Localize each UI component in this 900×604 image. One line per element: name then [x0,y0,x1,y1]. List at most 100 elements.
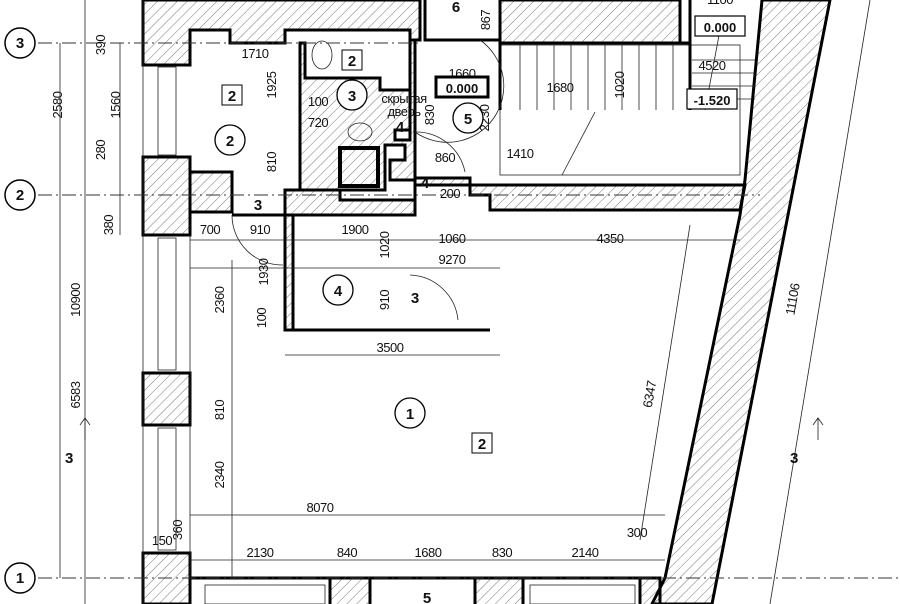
dimension-label: 1930 [256,258,271,285]
window [157,427,177,551]
dimension-label: 280 [93,140,108,160]
dimension-label: 300 [627,525,647,540]
room-type-box [221,84,243,106]
dimension-label: 860 [435,150,455,165]
door-mark: 4 [396,119,405,136]
dimension-label: 10900 [68,283,83,317]
room-number: 3 [348,88,356,105]
elevation-mark: 0.000 [704,20,737,35]
axis-label: 2 [16,187,24,204]
axis-label: 3 [16,35,24,52]
dimension-label: 2580 [50,91,65,118]
dimension-label: 830 [492,545,512,560]
pier-bottom-1 [328,576,372,604]
dimension-label: 1060 [439,231,466,246]
dimension-label: 830 [422,105,437,125]
sink-icon [347,122,373,142]
window [204,584,326,604]
door-mark: 5 [423,590,431,604]
room-type: 2 [478,436,486,453]
top-wall-left [141,0,422,67]
dimension-label: 2140 [572,545,599,560]
dimension-label: 840 [337,545,357,560]
dimension-label: 1925 [264,71,279,98]
dimension-label: 1020 [612,71,627,98]
linework [38,0,900,604]
room-number: 1 [406,406,414,423]
dimension-label: 360 [170,520,185,540]
room-number-circle [394,397,426,429]
room-number: 5 [464,111,472,128]
room-number-circle [322,274,354,306]
pier-bottom-2 [473,576,525,604]
dimension-label: 810 [212,400,227,420]
dimension-label: 1560 [108,91,123,118]
axis-bubble [4,27,36,59]
dimension-label: 4350 [597,231,624,246]
door-swing [409,274,459,321]
dimension-label: 4520 [699,58,726,73]
dimension-label: 810 [264,152,279,172]
dimension-label: 6583 [68,381,83,408]
pier-left-2 [141,155,192,237]
dimension-label: 2340 [212,461,227,488]
section-label: 3 [65,450,73,467]
window [157,66,177,156]
dimension-label: 2360 [212,286,227,313]
door-mark: 3 [411,290,419,307]
dimension-label: 910 [377,290,392,310]
pier-left-3 [141,371,192,427]
axis-bubbles: 3 2 1 3 3 [4,27,798,594]
window [157,237,177,371]
dimension-label: 3500 [377,340,404,355]
dimension-label: 1410 [507,146,534,161]
shaft-6 [423,0,502,42]
room-number-circle [452,102,484,134]
room-type-box [471,432,493,454]
toilet-icon [311,40,333,70]
dimension-label: 910 [250,222,270,237]
wall-room2-bottom [188,170,234,214]
room-number: 4 [334,283,343,300]
elevation-box [434,75,490,99]
elevation-mark: 0.000 [446,81,479,96]
room-number-circle [336,79,368,111]
closet-partition [283,213,295,332]
door-mark: 4 [421,175,430,192]
dimension-label: 867 [478,10,493,30]
room-type-box [341,49,363,71]
section-arrow [79,417,91,440]
dimension-label: 1900 [342,222,369,237]
door-mark: 6 [452,0,460,16]
top-wall-mid [498,0,682,45]
dimension-label: 9270 [439,252,466,267]
hidden-door-note: дверь [387,104,421,119]
room-type: 2 [348,53,356,70]
dimension-label: 8070 [307,500,334,515]
dimension-label: 6347 [640,379,659,408]
dimension-label: 100 [308,94,328,109]
dimension-label: 1680 [415,545,442,560]
elevation-box [686,88,738,110]
room-type: 2 [228,88,236,105]
pier-bottom-3 [638,576,662,604]
window [529,584,636,604]
door-swing [231,214,284,266]
dimension-label: 390 [93,35,108,55]
dimension-label: 380 [101,215,116,235]
elevation-box [694,15,746,37]
dimension-label: 1680 [547,80,574,95]
dimension-label: 2130 [247,545,274,560]
door-mark: 3 [254,197,262,214]
axis-label: 1 [16,570,24,587]
room-number-circle [214,124,246,156]
section-label: 3 [790,450,798,467]
dimension-label: 100 [254,308,269,328]
diagonal-wall [650,0,832,604]
dimension-label: 1100 [707,0,733,7]
bath-wall [298,38,417,192]
dimension-label: 200 [440,186,460,201]
dimension-label: 720 [308,115,328,130]
